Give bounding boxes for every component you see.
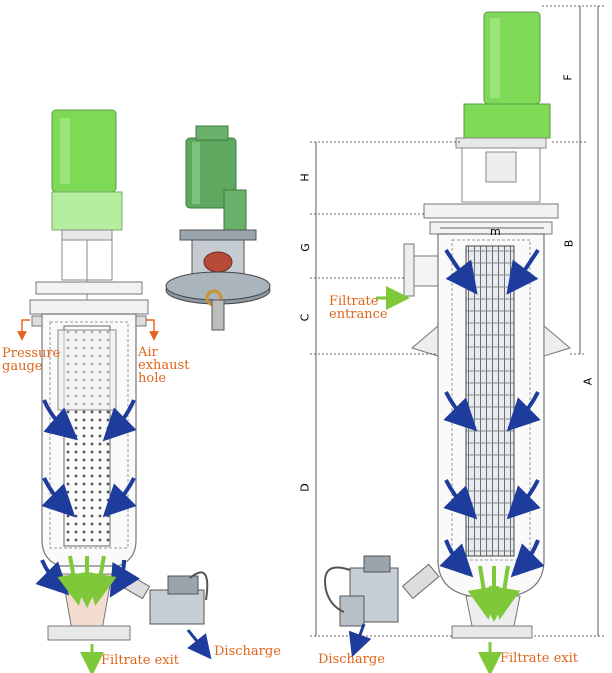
right-flow-arrows xyxy=(348,248,545,658)
filtrate-exit-right-label: Filtrate exit xyxy=(500,651,578,666)
right-discharge-valve xyxy=(324,555,440,627)
dim-c-label: C xyxy=(298,313,312,322)
left-motor xyxy=(51,109,123,241)
discharge-left-label: Discharge xyxy=(214,644,281,659)
dim-d-label: D xyxy=(298,483,312,492)
dimension-lines xyxy=(310,5,604,637)
left-filter xyxy=(17,109,212,673)
filtrate-entrance-label: Filtrate entrance xyxy=(329,294,388,322)
dim-h-label: H xyxy=(298,173,312,182)
right-motor xyxy=(455,11,551,149)
left-discharge-valve xyxy=(115,570,209,625)
right-filter xyxy=(310,5,604,673)
dim-f-label: F xyxy=(561,74,575,81)
discharge-right-label: Discharge xyxy=(318,652,385,667)
filtrate-exit-left-label: Filtrate exit xyxy=(101,653,179,668)
air-exhaust-hole-label: Air exhaust hole xyxy=(138,345,190,386)
dim-m-label: m xyxy=(490,225,501,238)
dim-a-label: A xyxy=(581,377,595,386)
right-outlet-arrows xyxy=(376,286,521,673)
pressure-gauge-label: Pressure gauge xyxy=(2,346,61,374)
motor-unit-photo xyxy=(165,125,271,331)
left-flow-arrows xyxy=(35,399,140,598)
dim-g-label: G xyxy=(298,243,312,252)
left-outlet-arrows xyxy=(57,555,117,673)
dim-b-label: B xyxy=(562,239,576,248)
